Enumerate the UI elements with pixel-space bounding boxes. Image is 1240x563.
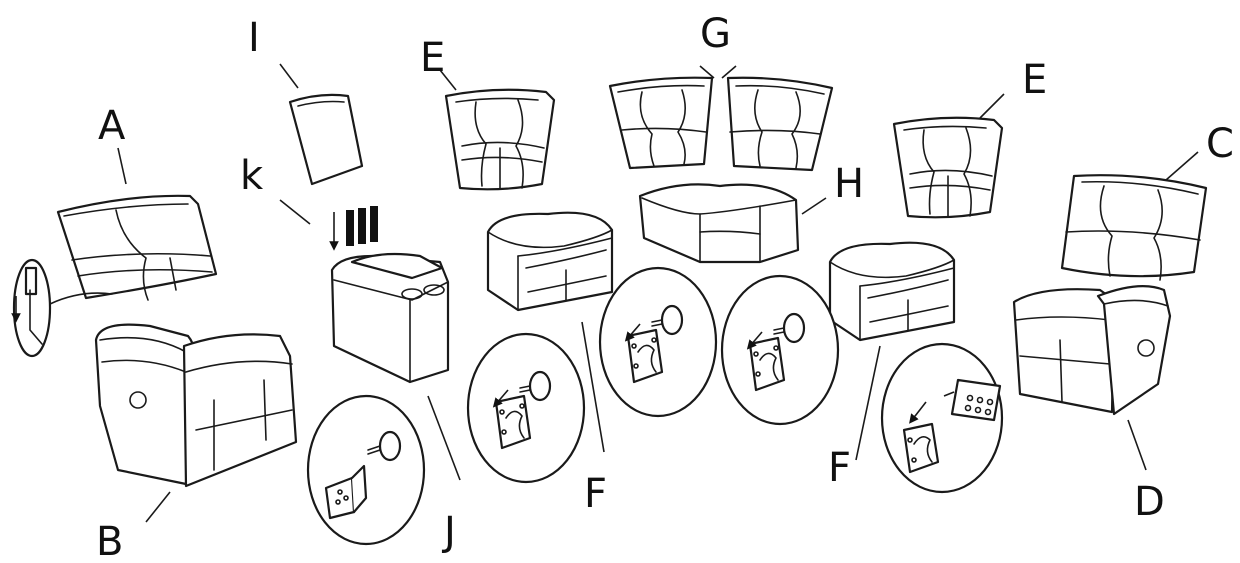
label-j: J [444, 509, 456, 555]
backrest-c [1060, 151, 1208, 281]
label-e-left: E [420, 35, 446, 81]
label-g: G [700, 11, 731, 57]
detail-f-left [468, 334, 584, 482]
detail-f-mid-left [600, 268, 716, 416]
leader-f-left [581, 321, 605, 453]
console [330, 252, 461, 481]
backrest-e-left [444, 88, 556, 191]
seat-right [828, 241, 956, 342]
leader-f-right [855, 345, 881, 461]
label-b: B [96, 519, 124, 563]
detail-d [880, 342, 1004, 494]
label-e-right: E [1022, 57, 1048, 103]
label-d: D [1134, 479, 1165, 525]
detail-f-mid-right [722, 276, 838, 424]
backrest-g-right [726, 76, 834, 172]
rails-k [279, 199, 378, 251]
label-k: k [240, 153, 264, 199]
leader-e-left [439, 69, 457, 91]
label-i: I [248, 15, 260, 61]
recliner-d [1012, 285, 1172, 471]
corner-seat-h [638, 183, 827, 264]
leader-g [699, 65, 737, 79]
backrest-g-left [608, 76, 714, 170]
label-a: A [98, 103, 126, 149]
backrest-a [56, 147, 218, 301]
recliner-b [94, 323, 298, 523]
label-f-left: F [584, 471, 608, 517]
label-h: H [834, 161, 865, 207]
seat-left [486, 211, 614, 312]
bracket-detail-a [11, 258, 113, 358]
detail-j [306, 394, 426, 546]
label-f-right: F [828, 445, 852, 491]
cushion-i [279, 63, 364, 186]
backrest-e-right [892, 116, 1004, 219]
leader-e-right [979, 93, 1005, 119]
label-c: C [1206, 121, 1234, 167]
